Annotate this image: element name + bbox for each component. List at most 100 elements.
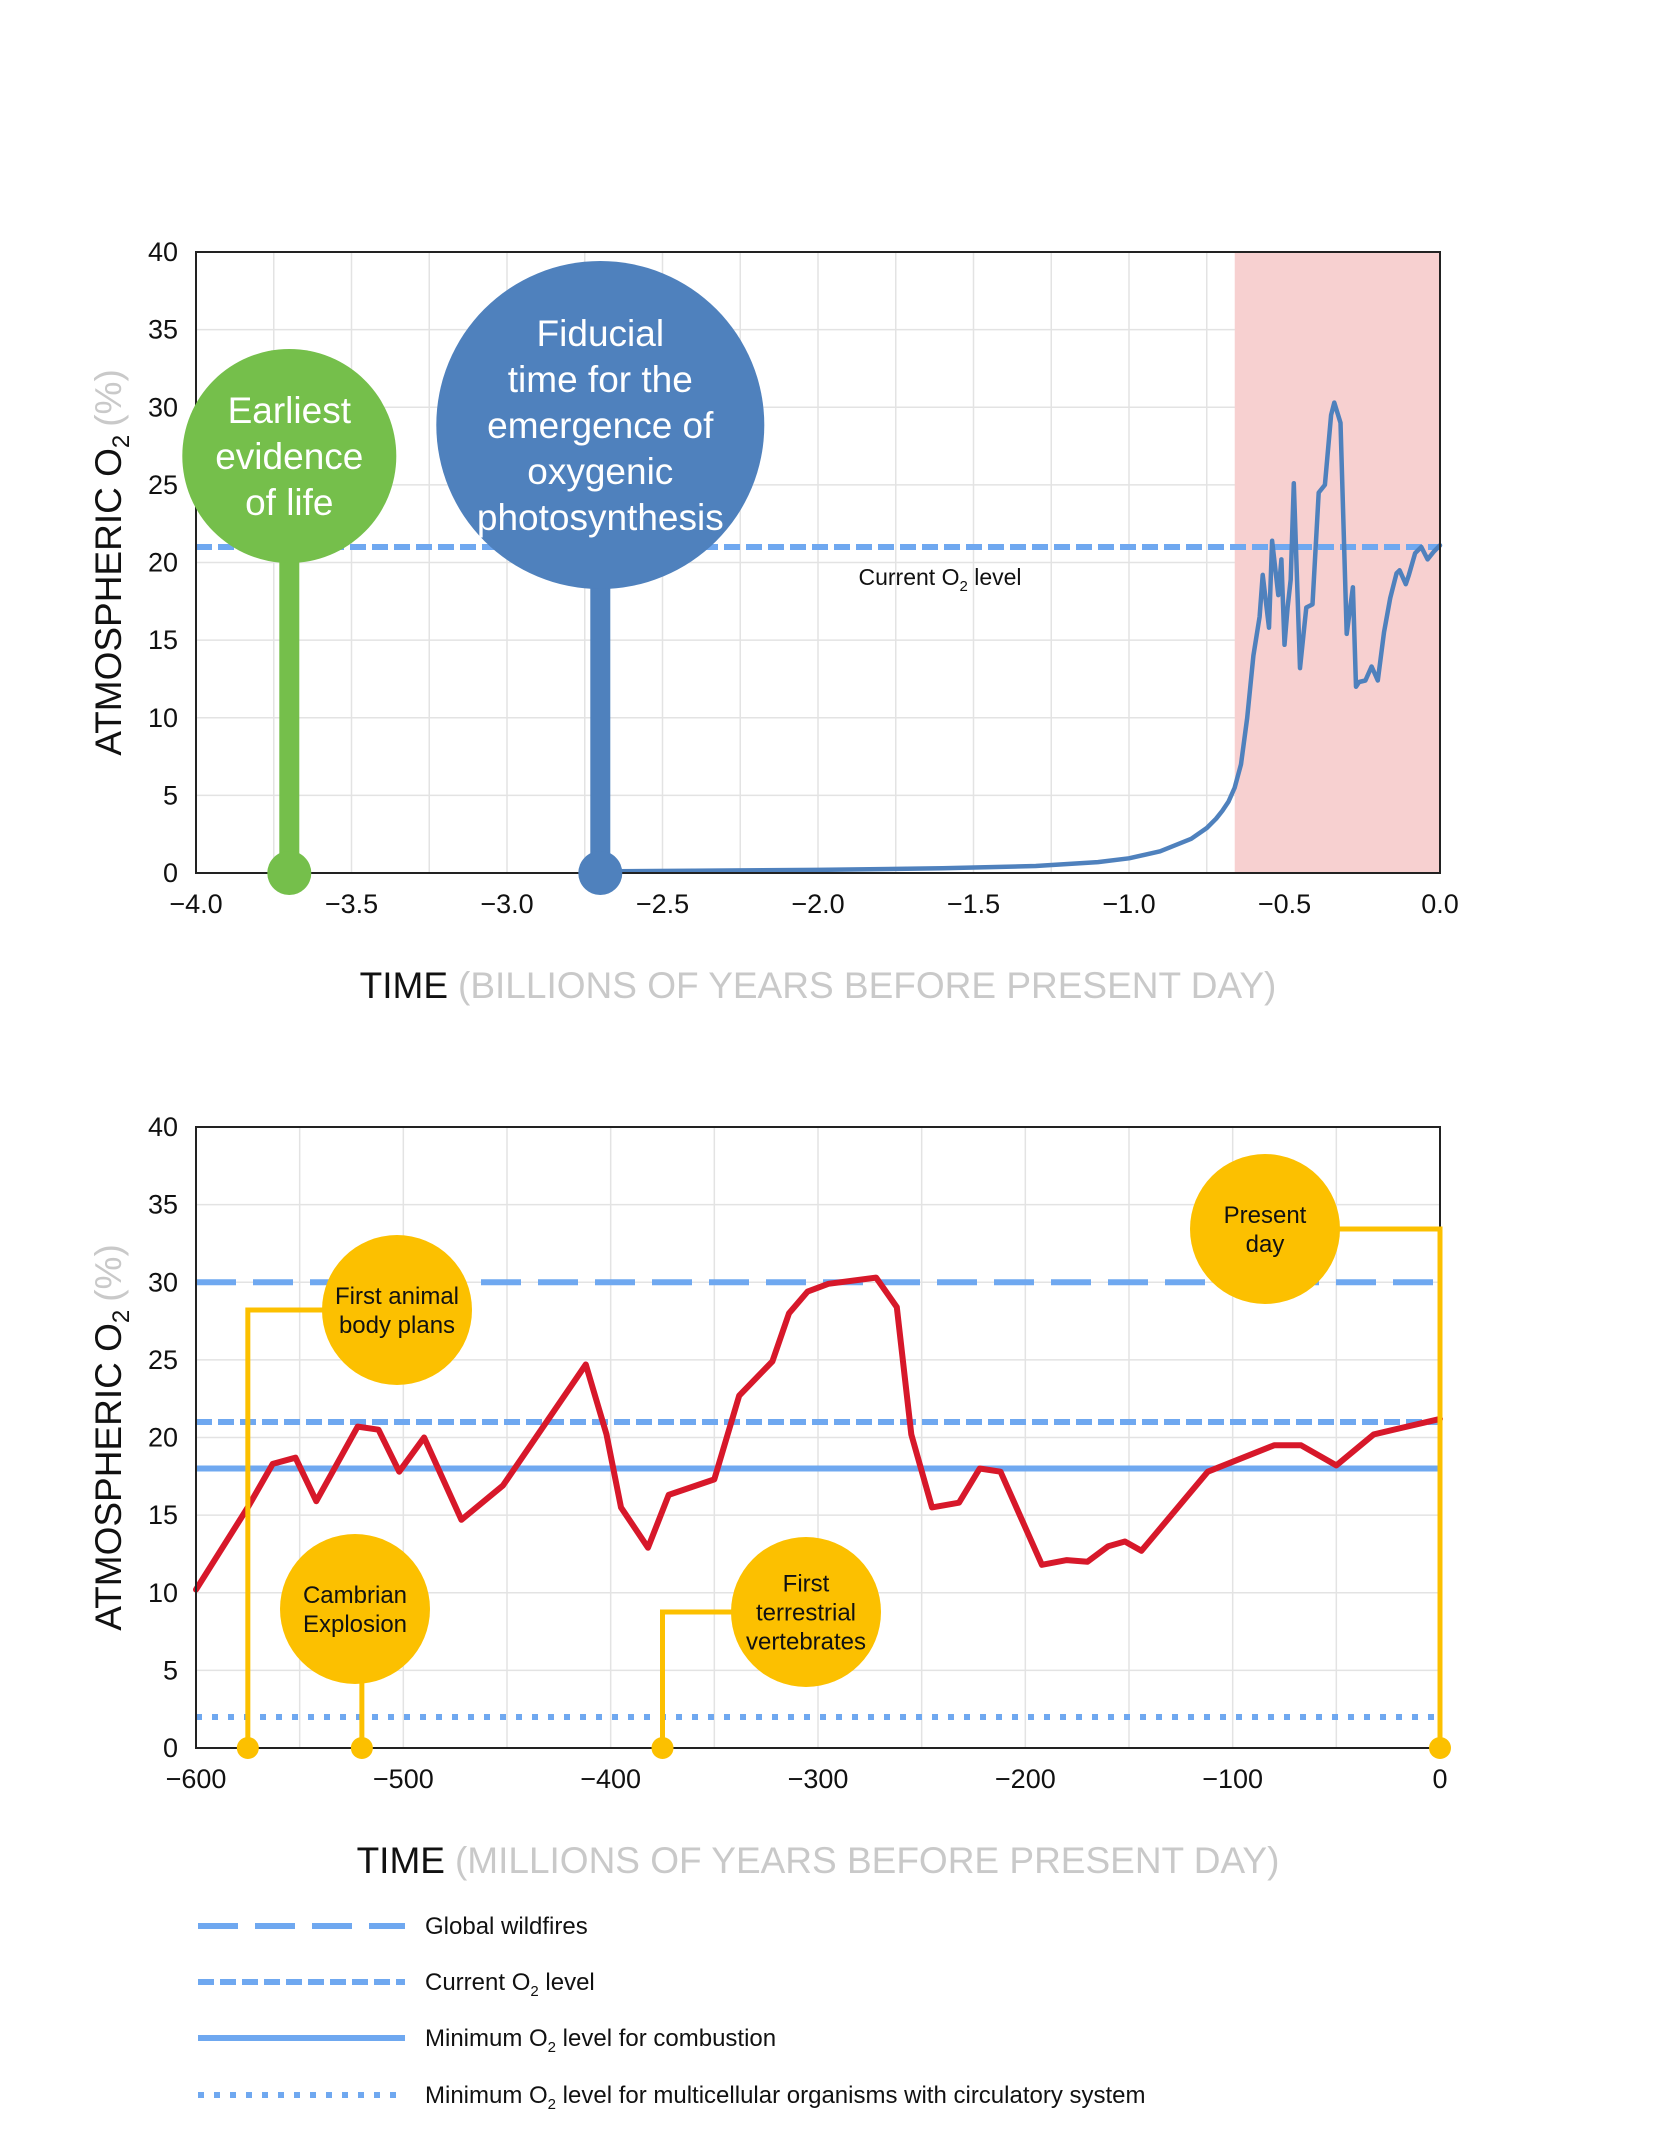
y-axis-title-unit: (%) <box>88 369 129 427</box>
marker-dot <box>236 1737 259 1759</box>
current-o2-label-tail: level <box>968 564 1022 590</box>
marker-balloon <box>280 1534 430 1684</box>
marker-label-line: Explosion <box>303 1611 407 1638</box>
x-axis-title-main: TIME <box>360 965 448 1006</box>
marker-label-line: time for the <box>508 359 693 400</box>
x-tick-label: −1.0 <box>1102 889 1155 919</box>
legend-label: Current O2 level <box>425 1969 595 2000</box>
marker-label-line: Earliest <box>228 390 352 431</box>
y-tick-label: 10 <box>148 1578 178 1608</box>
legend-label-main: Minimum O <box>425 2025 548 2052</box>
current-o2-label-sub: 2 <box>959 578 967 595</box>
x-axis-title-main: TIME <box>357 1840 445 1881</box>
marker-dot <box>350 1737 373 1759</box>
legend-label-main: Minimum O <box>425 2082 548 2109</box>
x-axis-title-unit: (MILLIONS OF YEARS BEFORE PRESENT DAY) <box>455 1840 1279 1881</box>
marker-label-line: Fiducial <box>537 313 665 354</box>
x-tick-label: −2.0 <box>791 889 844 919</box>
y-tick-label: 35 <box>148 315 178 345</box>
legend-item: Global wildfires <box>198 1913 588 1940</box>
x-tick-label: −1.5 <box>947 889 1000 919</box>
marker-label-line: oxygenic <box>527 451 673 492</box>
legend-label-sub: 2 <box>548 2096 556 2113</box>
marker-label-line: Cambrian <box>303 1582 407 1609</box>
marker-balloon <box>182 349 397 563</box>
marker-label-line: evidence <box>215 436 363 477</box>
y-tick-label: 40 <box>148 237 178 267</box>
marker-dot <box>651 1737 674 1759</box>
y-tick-label: 5 <box>163 780 178 810</box>
marker-label-line: of life <box>245 482 333 523</box>
y-tick-label: 0 <box>163 1733 178 1763</box>
marker-balloon <box>731 1537 881 1687</box>
marker-balloon <box>322 1235 472 1385</box>
marker-label-line: Present <box>1224 1202 1307 1229</box>
x-tick-label: 0 <box>1432 1764 1447 1794</box>
y-axis-title-sub: 2 <box>108 435 135 448</box>
y-tick-label: 25 <box>148 470 178 500</box>
x-tick-label: −200 <box>995 1764 1056 1794</box>
legend-label-sub: 2 <box>530 1983 538 2000</box>
legend-label: Minimum O2 level for combustion <box>425 2025 776 2056</box>
y-tick-label: 20 <box>148 1423 178 1453</box>
y-axis-title-unit: (%) <box>88 1244 129 1302</box>
y-tick-label: 20 <box>148 548 178 578</box>
y-tick-label: 15 <box>148 625 178 655</box>
y-tick-label: 25 <box>148 1345 178 1375</box>
legend-label: Global wildfires <box>425 1913 588 1940</box>
highlight-band <box>1234 252 1440 873</box>
x-tick-label: −100 <box>1202 1764 1263 1794</box>
y-axis-title-main: ATMOSPHERIC O <box>88 448 129 756</box>
y-axis-title: ATMOSPHERIC O2 (%) <box>88 1244 135 1631</box>
marker-label-line: First <box>783 1570 830 1597</box>
marker-label-line: vertebrates <box>746 1628 866 1655</box>
current-o2-label: Current O2 level <box>858 564 1021 595</box>
marker-label-line: First animal <box>335 1283 459 1310</box>
y-axis-title-sub: 2 <box>108 1310 135 1323</box>
plot-border <box>195 251 1441 874</box>
marker-dot <box>267 851 312 895</box>
chart-billions-of-years: Current O2 level −4.0 −3.5 −3.0 −2.5 −2.0 −1.5… <box>88 237 1459 1006</box>
marker-dot <box>578 851 623 895</box>
legend-label-tail: level for multicellular organisms with c… <box>556 2082 1146 2109</box>
marker-label-line: day <box>1246 1231 1285 1258</box>
x-axis-title-unit: (BILLIONS OF YEARS BEFORE PRESENT DAY) <box>458 965 1276 1006</box>
legend-item: Minimum O2 level for multicellular organ… <box>198 2082 1146 2113</box>
x-tick-label: −3.5 <box>325 889 378 919</box>
x-tick-label: −3.0 <box>480 889 533 919</box>
y-tick-label: 10 <box>148 703 178 733</box>
marker-label-line: terrestrial <box>756 1599 856 1626</box>
earliest-life-marker: Earliest evidence of life <box>182 349 397 895</box>
legend-item: Minimum O2 level for combustion <box>198 2025 776 2056</box>
marker-label-line: body plans <box>339 1312 455 1339</box>
y-axis-title: ATMOSPHERIC O2 (%) <box>88 369 135 756</box>
legend-label: Minimum O2 level for multicellular organ… <box>425 2082 1146 2113</box>
x-tick-label: −400 <box>580 1764 641 1794</box>
marker-balloon <box>1190 1154 1340 1304</box>
x-tick-label: −0.5 <box>1258 889 1311 919</box>
x-tick-label: −500 <box>373 1764 434 1794</box>
x-tick-label: −300 <box>788 1764 849 1794</box>
legend-label-tail: level for combustion <box>556 2025 776 2052</box>
legend-label-sub: 2 <box>548 2039 556 2056</box>
y-tick-label: 30 <box>148 392 178 422</box>
legend-label-main: Global wildfires <box>425 1913 588 1940</box>
x-axis-title: TIME(MILLIONS OF YEARS BEFORE PRESENT DA… <box>357 1840 1280 1881</box>
y-axis-title-main: ATMOSPHERIC O <box>88 1323 129 1631</box>
y-tick-label: 5 <box>163 1655 178 1685</box>
x-tick-label: −4.0 <box>169 889 222 919</box>
y-tick-label: 40 <box>148 1112 178 1142</box>
x-tick-label: −2.5 <box>636 889 689 919</box>
legend-label-tail: level <box>539 1969 595 1996</box>
x-tick-label: −600 <box>166 1764 227 1794</box>
marker-dot <box>1429 1737 1451 1759</box>
marker-balloon <box>436 261 765 589</box>
